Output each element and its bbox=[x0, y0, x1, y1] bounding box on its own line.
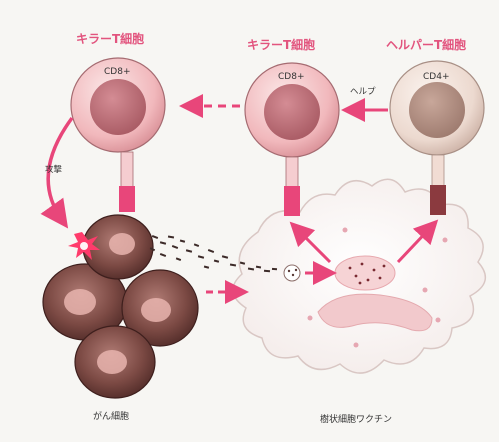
antigen-vesicle bbox=[335, 256, 395, 290]
label-attack: 攻撃 bbox=[45, 163, 62, 175]
label-cd8-right: CD8+ bbox=[278, 72, 304, 82]
endosome bbox=[284, 265, 300, 281]
tcr-receptor-helper bbox=[430, 155, 446, 215]
caption-dendritic: 樹状細胞ワクチン bbox=[320, 412, 392, 425]
title-killer-right: キラーT細胞 bbox=[247, 36, 315, 53]
label-cd4: CD4+ bbox=[423, 72, 449, 82]
label-help: ヘルプ bbox=[350, 85, 376, 97]
title-killer-left: キラーT細胞 bbox=[76, 30, 144, 47]
caption-cancer: がん細胞 bbox=[93, 409, 129, 422]
title-helper: ヘルパーT細胞 bbox=[386, 36, 466, 53]
tcr-receptor-left bbox=[119, 152, 135, 212]
tcr-receptor-right bbox=[284, 157, 300, 216]
label-cd8-left: CD8+ bbox=[104, 67, 130, 77]
cancer-cluster bbox=[43, 215, 198, 398]
